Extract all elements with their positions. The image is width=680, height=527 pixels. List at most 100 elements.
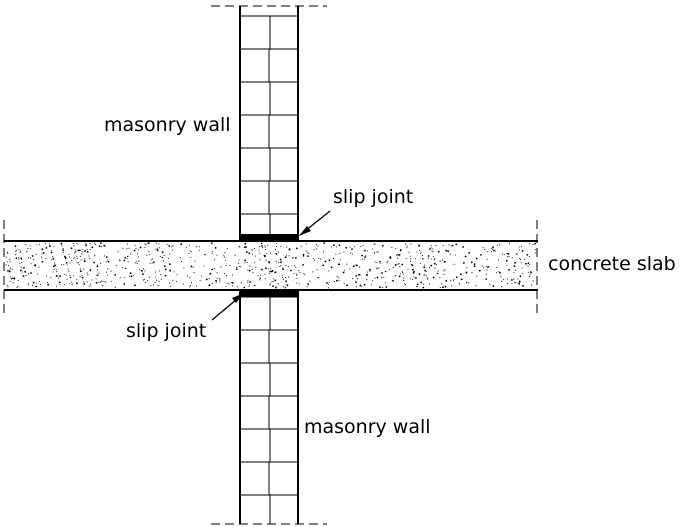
concrete-aggregate-dot bbox=[425, 270, 427, 272]
concrete-aggregate-dot bbox=[535, 249, 537, 251]
concrete-aggregate-dot bbox=[124, 276, 126, 278]
concrete-aggregate-dot bbox=[519, 275, 522, 278]
concrete-aggregate-dot bbox=[121, 267, 123, 269]
concrete-aggregate-dot bbox=[55, 268, 57, 271]
concrete-aggregate-dot bbox=[441, 283, 443, 285]
concrete-aggregate-dot bbox=[62, 249, 64, 252]
concrete-aggregate-dot bbox=[226, 248, 228, 250]
concrete-aggregate-dot bbox=[490, 251, 492, 253]
concrete-aggregate-dot bbox=[142, 268, 145, 270]
concrete-aggregate-dot bbox=[422, 258, 424, 260]
concrete-aggregate-dot bbox=[264, 273, 266, 275]
upper-wall-brick-courses bbox=[240, 15, 298, 234]
concrete-aggregate-dot bbox=[516, 253, 518, 255]
concrete-aggregate-dot bbox=[169, 253, 171, 255]
concrete-aggregate-dot bbox=[208, 284, 211, 287]
concrete-aggregate-dot bbox=[328, 281, 330, 283]
concrete-aggregate-dot bbox=[335, 253, 337, 256]
concrete-aggregate-dot bbox=[307, 283, 310, 285]
concrete-aggregate-dot bbox=[517, 278, 519, 280]
concrete-aggregate-dot bbox=[62, 248, 64, 250]
concrete-aggregate-dot bbox=[507, 253, 509, 255]
concrete-aggregate-dot bbox=[445, 280, 448, 282]
concrete-aggregate-dot bbox=[427, 257, 429, 259]
concrete-aggregate-dot bbox=[164, 265, 166, 268]
concrete-aggregate-dot bbox=[107, 260, 110, 263]
concrete-aggregate-dot bbox=[156, 248, 158, 250]
concrete-aggregate-dot bbox=[45, 275, 48, 277]
concrete-aggregate-dot bbox=[198, 249, 200, 251]
concrete-aggregate-dot bbox=[437, 272, 439, 275]
concrete-aggregate-dot bbox=[404, 284, 407, 286]
concrete-aggregate-dot bbox=[65, 262, 68, 264]
concrete-aggregate-dot bbox=[326, 282, 328, 284]
concrete-aggregate-dot bbox=[94, 242, 96, 244]
concrete-aggregate-dot bbox=[220, 266, 222, 268]
concrete-aggregate-dot bbox=[95, 278, 97, 280]
concrete-aggregate-dot bbox=[161, 251, 164, 254]
concrete-aggregate-dot bbox=[410, 263, 412, 265]
concrete-aggregate-dot bbox=[435, 245, 437, 247]
concrete-aggregate-dot bbox=[254, 248, 256, 250]
concrete-aggregate-dot bbox=[40, 283, 42, 285]
concrete-aggregate-dot bbox=[9, 267, 11, 269]
concrete-aggregate-dot bbox=[69, 282, 71, 285]
concrete-aggregate-dot bbox=[132, 274, 134, 277]
concrete-aggregate-dot bbox=[416, 283, 419, 286]
concrete-aggregate-dot bbox=[258, 249, 260, 251]
concrete-aggregate-dot bbox=[534, 242, 537, 245]
concrete-aggregate-dot bbox=[441, 259, 443, 261]
concrete-aggregate-dot bbox=[76, 255, 78, 257]
concrete-aggregate-dot bbox=[455, 276, 458, 279]
concrete-aggregate-dot bbox=[83, 283, 86, 285]
concrete-aggregate-dot bbox=[285, 254, 288, 256]
concrete-aggregate-dot bbox=[476, 275, 478, 277]
concrete-aggregate-dot bbox=[143, 278, 145, 280]
concrete-aggregate-dot bbox=[511, 279, 513, 281]
concrete-aggregate-dot bbox=[331, 246, 333, 248]
concrete-aggregate-dot bbox=[84, 242, 86, 244]
concrete-aggregate-dot bbox=[526, 254, 529, 256]
concrete-aggregate-dot bbox=[452, 280, 454, 282]
concrete-aggregate-dot bbox=[447, 250, 449, 253]
concrete-aggregate-dot bbox=[17, 286, 19, 288]
concrete-aggregate-dot bbox=[213, 268, 216, 270]
concrete-aggregate-dot bbox=[373, 243, 375, 245]
concrete-aggregate-dot bbox=[370, 284, 372, 286]
concrete-aggregate-dot bbox=[162, 257, 164, 259]
concrete-aggregate-dot bbox=[442, 286, 444, 289]
concrete-aggregate-dot bbox=[163, 255, 165, 257]
concrete-aggregate-dot bbox=[327, 283, 329, 285]
concrete-aggregate-dot bbox=[249, 281, 251, 283]
concrete-aggregate-dot bbox=[136, 262, 138, 265]
concrete-aggregate-dot bbox=[284, 277, 286, 279]
concrete-aggregate-dot bbox=[333, 244, 335, 247]
concrete-aggregate-dot bbox=[299, 271, 301, 273]
concrete-aggregate-dot bbox=[363, 283, 366, 286]
concrete-aggregate-dot bbox=[203, 254, 206, 256]
concrete-aggregate-dot bbox=[481, 265, 483, 267]
concrete-aggregate-dot bbox=[282, 278, 284, 280]
concrete-aggregate-dot bbox=[415, 258, 417, 260]
concrete-aggregate-dot bbox=[164, 268, 167, 271]
concrete-aggregate-dot bbox=[31, 255, 34, 257]
concrete-aggregate-dot bbox=[346, 284, 348, 287]
concrete-aggregate-dot bbox=[513, 265, 516, 267]
concrete-aggregate-dot bbox=[103, 255, 105, 257]
concrete-aggregate-dot bbox=[398, 262, 400, 265]
concrete-aggregate-dot bbox=[17, 279, 19, 281]
upper-masonry-wall bbox=[211, 5, 327, 241]
concrete-aggregate-dot bbox=[361, 254, 363, 257]
concrete-aggregate-dot bbox=[76, 279, 78, 281]
concrete-aggregate-dot bbox=[57, 277, 60, 279]
concrete-aggregate-dot bbox=[162, 260, 165, 262]
concrete-aggregate-dot bbox=[412, 272, 415, 274]
concrete-aggregate-dot bbox=[229, 264, 231, 267]
concrete-aggregate-dot bbox=[73, 258, 75, 260]
concrete-aggregate-dot bbox=[6, 251, 9, 253]
concrete-aggregate-dot bbox=[324, 260, 327, 263]
concrete-aggregate-dot bbox=[444, 285, 447, 288]
concrete-aggregate-dot bbox=[346, 263, 348, 265]
concrete-aggregate-dot bbox=[349, 268, 351, 270]
concrete-aggregate-dot bbox=[397, 254, 400, 256]
